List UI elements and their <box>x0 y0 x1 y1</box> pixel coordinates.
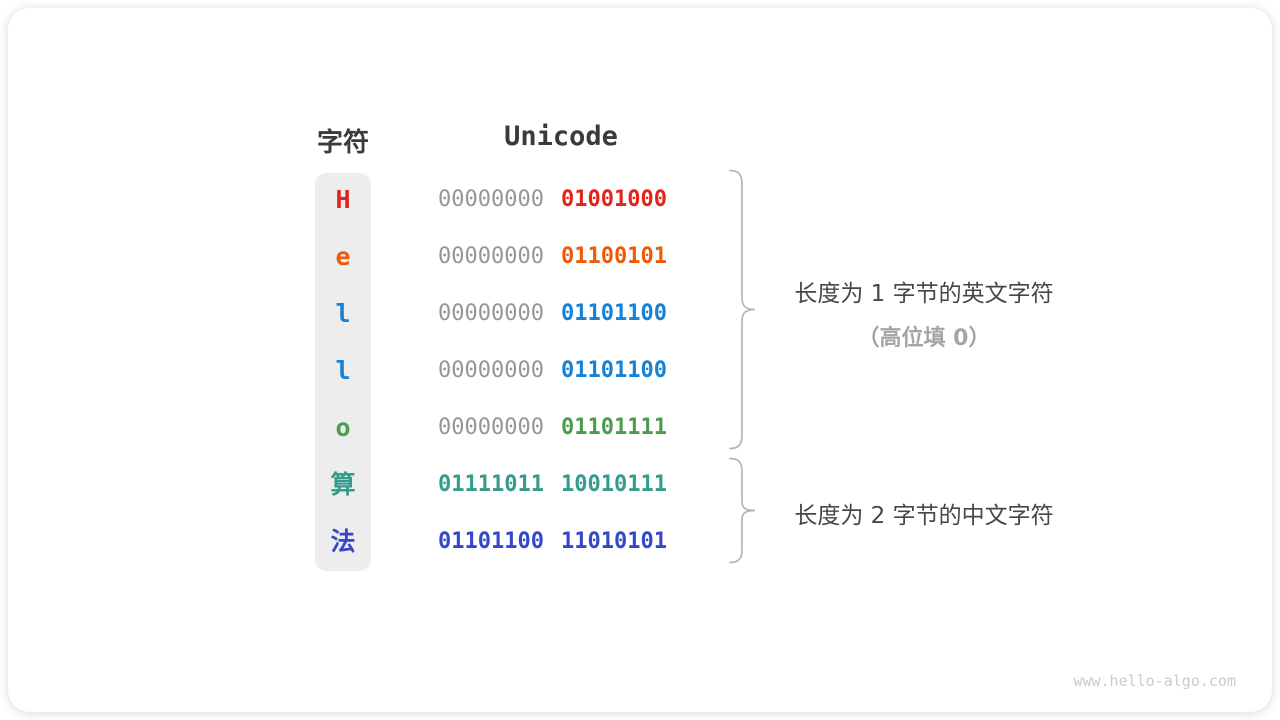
character-cell: 算 <box>330 470 356 499</box>
unicode-byte-low: 01101111 <box>561 415 667 440</box>
table-row: 算 01111011 10010111 <box>8 456 1272 513</box>
character-cell: H <box>335 185 351 214</box>
unicode-byte-high: 01101100 <box>438 529 544 554</box>
unicode-byte-high: 00000000 <box>438 244 544 269</box>
brace-english-group <box>729 169 756 450</box>
annotation-high-bits-note: （高位填 0） <box>857 326 991 351</box>
annotation-chinese-chars: 长度为 2 字节的中文字符 <box>770 496 1078 530</box>
table-row: l 00000000 01101100 <box>8 285 1272 342</box>
column-header-unicode: Unicode <box>504 121 618 152</box>
character-column-background <box>315 173 371 571</box>
table-row: o 00000000 01101111 <box>8 399 1272 456</box>
table-row: H 00000000 01001000 <box>8 171 1272 228</box>
table-row: l 00000000 01101100 <box>8 342 1272 399</box>
character-cell: o <box>335 413 351 442</box>
unicode-byte-high: 00000000 <box>438 187 544 212</box>
watermark-url: www.hello-algo.com <box>1073 672 1236 690</box>
character-cell: e <box>335 242 351 271</box>
table-row: 法 01101100 11010101 <box>8 513 1272 570</box>
unicode-byte-low: 01001000 <box>561 187 667 212</box>
unicode-byte-high: 00000000 <box>438 415 544 440</box>
unicode-byte-low: 01101100 <box>561 301 667 326</box>
unicode-byte-high: 00000000 <box>438 358 544 383</box>
annotation-english-text: 长度为 1 字节的英文字符 <box>794 281 1054 307</box>
annotation-chinese-text: 长度为 2 字节的中文字符 <box>794 503 1054 529</box>
unicode-byte-low: 01100101 <box>561 244 667 269</box>
column-header-character: 字符 <box>316 128 369 158</box>
figure-card: 字符 Unicode H 00000000 01001000 e 00000000 011… <box>8 8 1272 712</box>
character-cell: l <box>335 356 351 385</box>
unicode-byte-low: 01101100 <box>561 358 667 383</box>
unicode-byte-low: 10010111 <box>561 472 667 497</box>
unicode-byte-high: 01111011 <box>438 472 544 497</box>
brace-chinese-group <box>729 457 756 564</box>
table-row: e 00000000 01100101 <box>8 228 1272 285</box>
annotation-english-chars: 长度为 1 字节的英文字符 （高位填 0） <box>770 274 1078 352</box>
unicode-byte-high: 00000000 <box>438 301 544 326</box>
unicode-byte-low: 11010101 <box>561 529 667 554</box>
character-cell: l <box>335 299 351 328</box>
character-cell: 法 <box>330 527 356 556</box>
